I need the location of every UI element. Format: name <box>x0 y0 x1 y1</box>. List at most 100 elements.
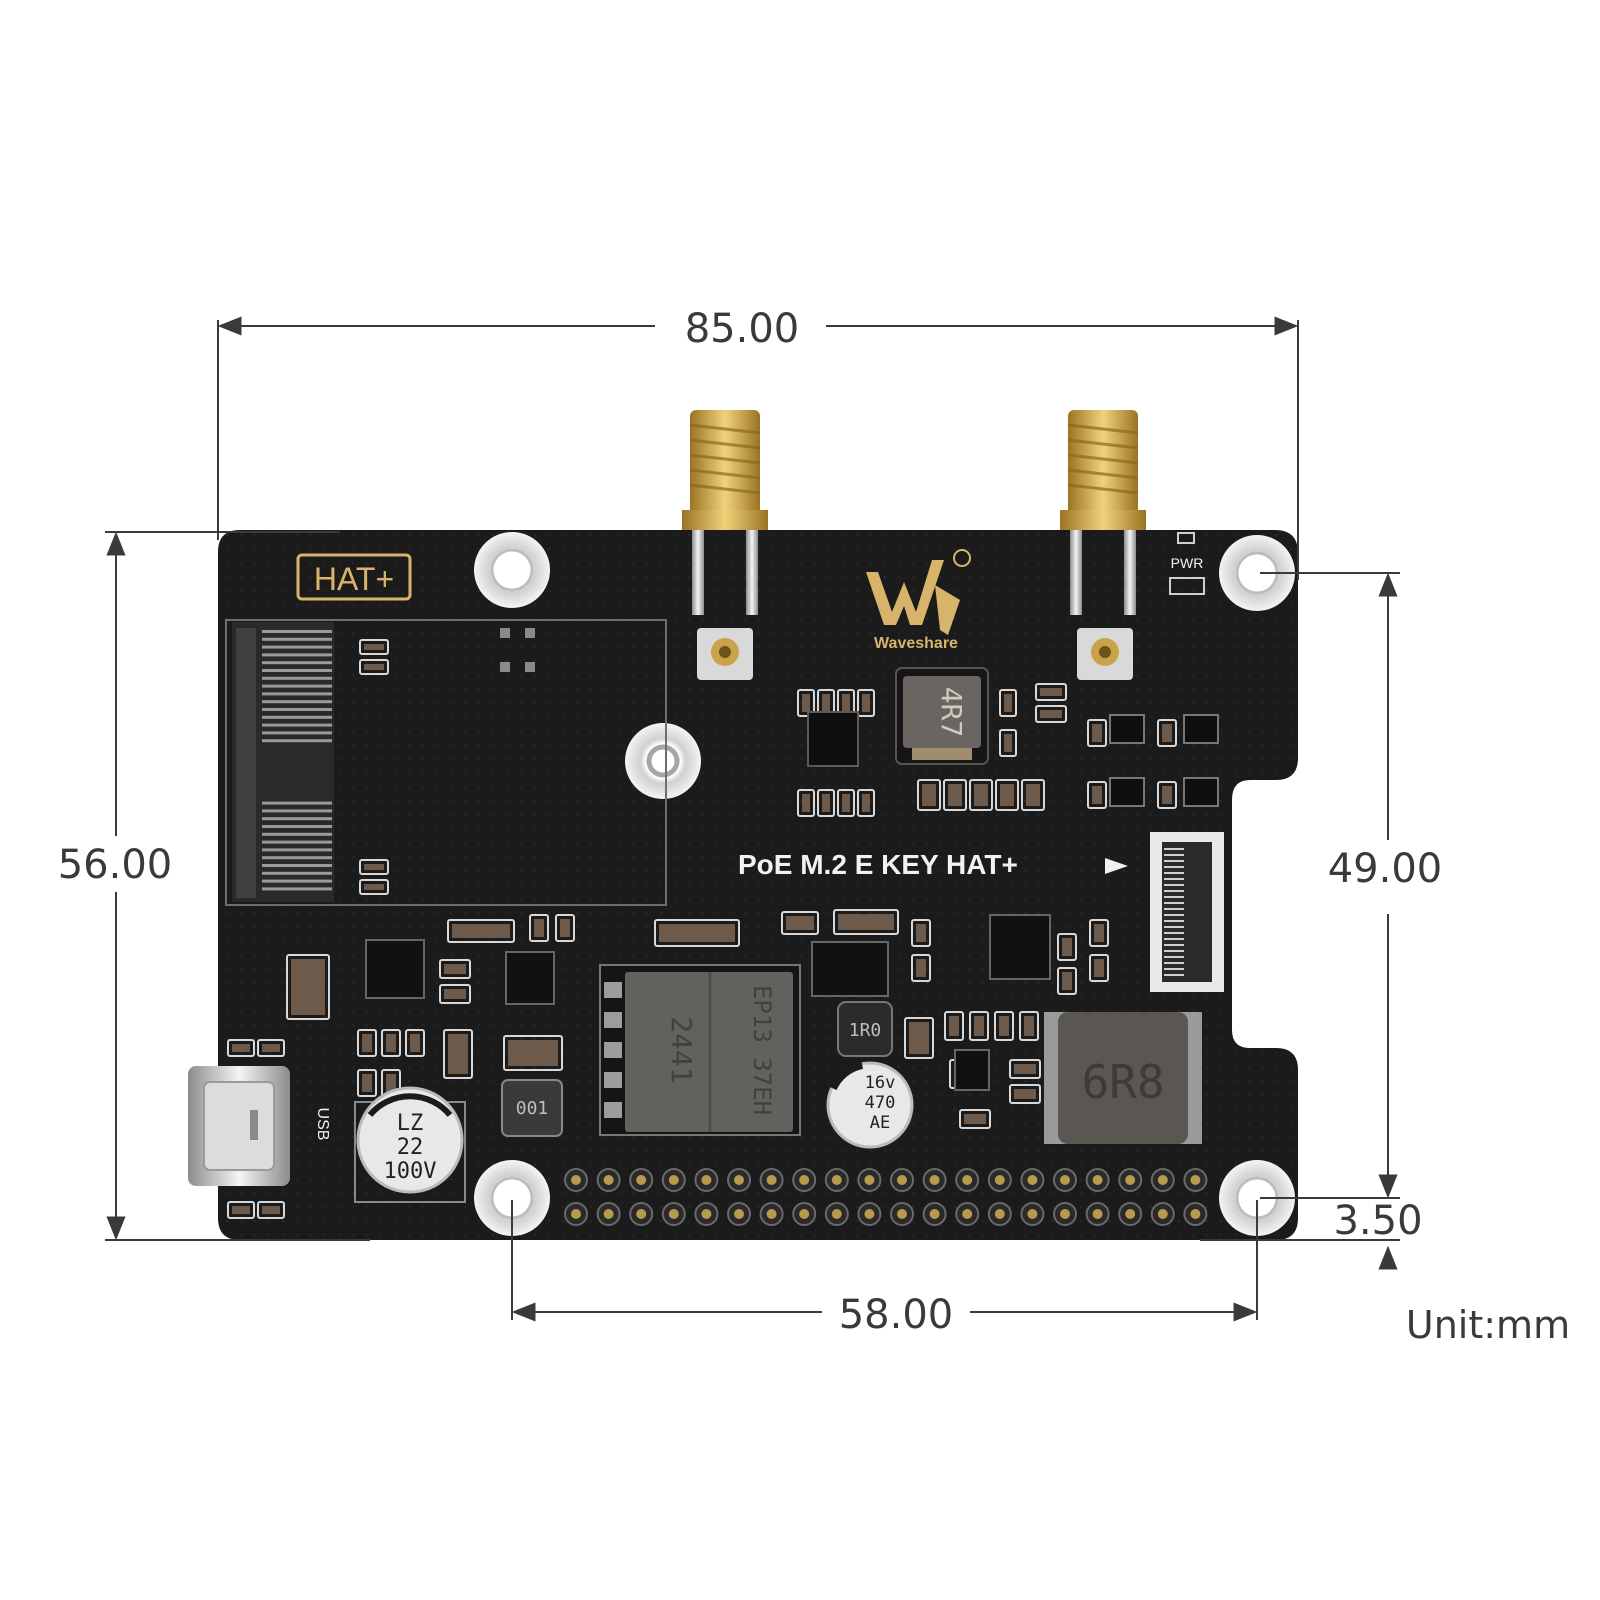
smd-outline <box>797 689 815 717</box>
inductor-6r8: 6R8 <box>1044 1012 1202 1144</box>
smd-outline <box>817 789 835 817</box>
smd-outline <box>405 1029 425 1057</box>
smd-body <box>659 924 735 942</box>
smd-outline <box>555 914 575 942</box>
gpio-pin-core <box>1060 1175 1070 1185</box>
smd-components <box>227 639 1177 1219</box>
smd-outline <box>781 911 819 935</box>
smd-body <box>1094 959 1104 977</box>
smd-body <box>364 884 384 890</box>
fpc-pins <box>1164 848 1184 976</box>
smd-outline <box>917 779 941 811</box>
gpio-pin-core <box>1125 1209 1136 1219</box>
smd-body <box>262 1044 280 1052</box>
smd-body <box>1092 786 1102 804</box>
gpio-pin-core <box>734 1209 744 1219</box>
m2-pin <box>262 879 332 883</box>
smd-outline <box>654 919 740 947</box>
smd-outline <box>357 1029 377 1057</box>
mounting-hole-top-right <box>1219 535 1295 611</box>
fpc-pin <box>1164 896 1184 898</box>
m2-e-key-slot <box>225 619 667 906</box>
ic-001: 001 <box>501 1079 563 1137</box>
smd-body <box>999 1016 1009 1036</box>
gpio-pin-core <box>929 1209 940 1219</box>
gpio-pin-core <box>1190 1175 1201 1185</box>
gpio-header <box>564 1168 1208 1226</box>
fpc-pin <box>1164 962 1184 964</box>
smd-outline <box>286 954 330 1020</box>
smd-outline <box>1057 967 1077 995</box>
unit-label: Unit:mm <box>1406 1303 1570 1347</box>
gpio-pin-core <box>994 1209 1005 1219</box>
smd-body <box>974 784 988 806</box>
smd-body <box>916 959 926 977</box>
gpio-pin-core <box>668 1175 679 1185</box>
smd-outline <box>969 1011 989 1041</box>
fpc-pin <box>1164 902 1184 904</box>
gpio-pin-core <box>1027 1209 1038 1219</box>
capacitor-16v-line-2: 470 <box>865 1093 896 1113</box>
soic-chip <box>505 951 555 1005</box>
smd-body <box>949 1016 959 1036</box>
usb-c-port: USB <box>188 1066 331 1186</box>
fpc-pin <box>1164 890 1184 892</box>
smd-body <box>291 959 325 1015</box>
regulator-ic <box>807 711 859 767</box>
smd-body <box>1014 1064 1036 1074</box>
gpio-pin-core <box>603 1209 614 1219</box>
smd-outline <box>439 959 471 979</box>
smd-outline <box>797 789 815 817</box>
m2-pin <box>262 637 332 641</box>
m2-pin <box>262 832 332 836</box>
smd-body <box>452 924 510 938</box>
gpio-pin-core <box>766 1175 777 1185</box>
smd-body <box>862 694 870 712</box>
smd-body <box>364 864 384 870</box>
smd-outline <box>969 779 993 811</box>
m2-pin <box>262 708 332 711</box>
smd-body <box>362 1074 372 1092</box>
dimension-lines <box>105 316 1400 1322</box>
gpio-pin-core <box>636 1175 647 1185</box>
inductor-4r7-label: 4R7 <box>935 687 968 738</box>
fpc-pin <box>1164 968 1184 970</box>
m2-pin <box>262 864 332 867</box>
gpio-pin-core <box>831 1209 842 1219</box>
smd-body <box>974 1016 984 1036</box>
smd-body <box>838 914 894 930</box>
gpio-pin-core <box>1157 1175 1168 1185</box>
inductor-4r7: 4R7 <box>895 667 989 765</box>
inductor-6r8-label: 6R8 <box>1081 1055 1164 1109</box>
hole-spacing-vertical-dimension: 49.00 <box>1328 846 1443 892</box>
smd-body <box>964 1114 986 1124</box>
pcb-board <box>218 530 1298 1240</box>
mounting-hole-bottom-left <box>474 1160 550 1236</box>
smd-body <box>364 664 384 670</box>
smd-body <box>560 919 570 937</box>
fpc-pin <box>1164 884 1184 886</box>
m2-pin <box>262 887 332 891</box>
smd-body <box>386 1034 396 1052</box>
gpio-pin-core <box>831 1175 842 1185</box>
smd-outline <box>443 1029 473 1079</box>
gpio-pin-core <box>734 1175 744 1185</box>
fpc-pin <box>1164 848 1184 850</box>
smd-body <box>364 644 384 650</box>
smd-body <box>948 784 962 806</box>
mosfet-group <box>1109 714 1219 807</box>
pin1-arrow-icon <box>1105 858 1128 874</box>
smd-body <box>1040 710 1062 718</box>
smd-outline <box>837 789 855 817</box>
smd-outline <box>904 1017 934 1059</box>
m2-pin <box>262 676 332 680</box>
gpio-pin-core <box>701 1175 712 1185</box>
smd-body <box>444 964 466 974</box>
gpio-pin-core <box>929 1175 940 1185</box>
smd-body <box>444 989 466 999</box>
smd-body <box>909 1022 929 1054</box>
smd-body <box>802 694 810 712</box>
ufl-connector-right <box>1077 628 1133 680</box>
gpio-pin-core <box>1157 1209 1168 1219</box>
